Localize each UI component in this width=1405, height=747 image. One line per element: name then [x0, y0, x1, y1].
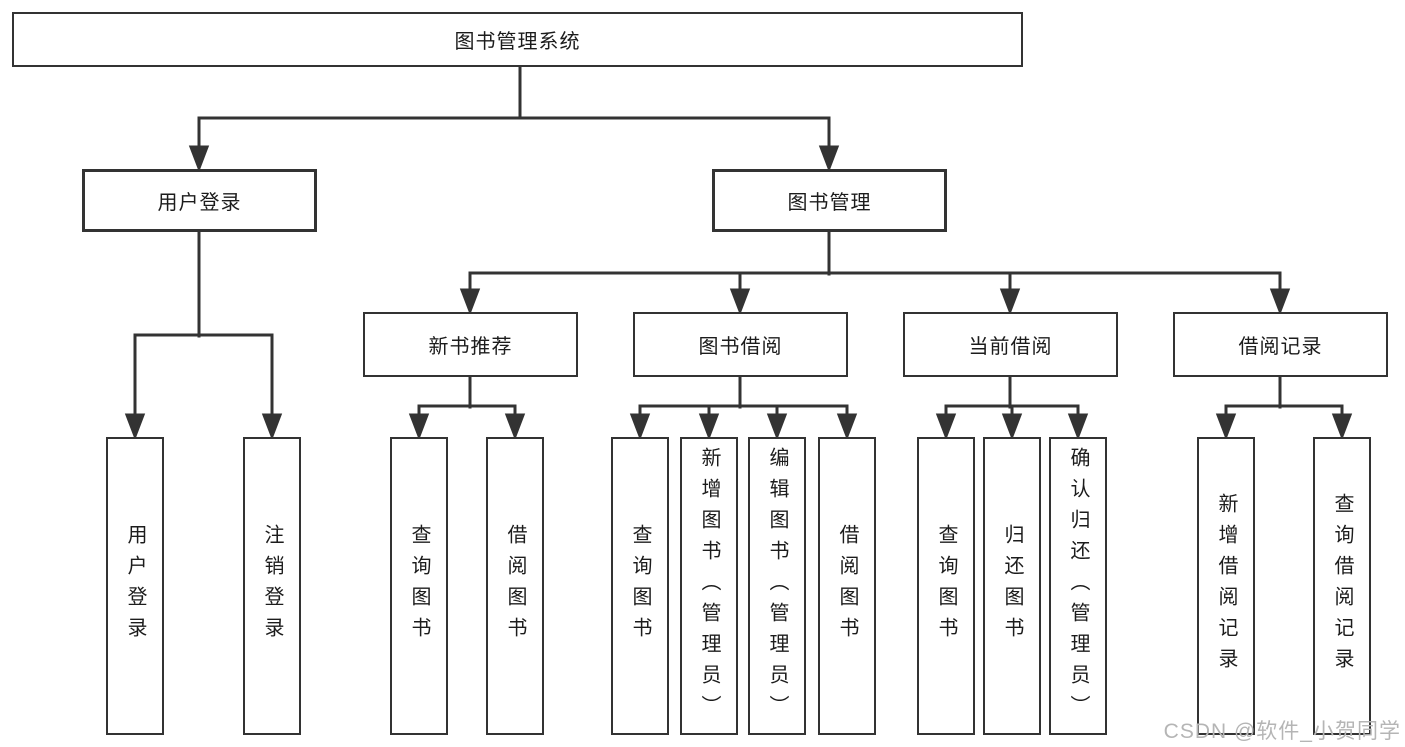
node-label: 查询借阅记录 — [1331, 493, 1353, 679]
node-label: 归还图书 — [1001, 524, 1023, 648]
node-query-borrow-record: 查询借阅记录 — [1313, 437, 1371, 735]
watermark-text: CSDN @软件_小贺同学 — [1163, 720, 1401, 743]
node-label: 新增借阅记录 — [1215, 493, 1237, 679]
connector-new-book-branch — [408, 374, 526, 441]
connector-current-borrow-branch — [935, 374, 1089, 441]
node-query-books-recommend: 查询图书 — [390, 437, 448, 735]
node-library-management-system: 图书管理系统 — [12, 12, 1023, 67]
connector-book-management-branch — [459, 229, 1291, 316]
node-label: 借阅记录 — [1238, 336, 1323, 358]
node-current-borrowing: 当前借阅 — [903, 312, 1118, 377]
node-edit-book-admin: 编辑图书（管理员） — [748, 437, 806, 735]
connector-user-login-branch — [124, 229, 283, 441]
node-label: 注销登录 — [261, 524, 283, 648]
node-label: 查询图书 — [629, 524, 651, 648]
node-label: 编辑图书（管理员） — [766, 446, 788, 726]
connector-book-borrow-branch — [629, 374, 858, 441]
connector-borrow-record-branch — [1215, 374, 1353, 441]
node-query-books-current: 查询图书 — [917, 437, 975, 735]
node-return-books: 归还图书 — [983, 437, 1041, 735]
node-borrow-books-action: 借阅图书 — [818, 437, 876, 735]
node-label: 用户登录 — [157, 192, 242, 214]
node-label: 新书推荐 — [428, 336, 513, 358]
node-label: 图书管理 — [787, 192, 872, 214]
node-confirm-return-admin: 确认归还（管理员） — [1049, 437, 1107, 735]
node-user-login: 用户登录 — [82, 169, 317, 232]
node-query-books-borrowing: 查询图书 — [611, 437, 669, 735]
node-add-book-admin: 新增图书（管理员） — [680, 437, 738, 735]
node-add-borrow-record: 新增借阅记录 — [1197, 437, 1255, 735]
node-book-borrowing: 图书借阅 — [633, 312, 848, 377]
node-borrow-records: 借阅记录 — [1173, 312, 1388, 377]
node-book-management: 图书管理 — [712, 169, 947, 232]
node-borrow-books-recommend: 借阅图书 — [486, 437, 544, 735]
node-label: 借阅图书 — [836, 524, 858, 648]
node-label: 图书借阅 — [698, 336, 783, 358]
node-label: 借阅图书 — [504, 524, 526, 648]
node-label: 图书管理系统 — [454, 31, 581, 53]
node-label: 查询图书 — [935, 524, 957, 648]
node-label: 确认归还（管理员） — [1067, 446, 1089, 726]
node-label: 当前借阅 — [968, 336, 1053, 358]
node-new-book-recommend: 新书推荐 — [363, 312, 578, 377]
node-label: 新增图书（管理员） — [698, 446, 720, 726]
node-logout-action: 注销登录 — [243, 437, 301, 735]
connector-root-to-level2 — [188, 64, 840, 173]
node-user-login-action: 用户登录 — [106, 437, 164, 735]
node-label: 查询图书 — [408, 524, 430, 648]
node-label: 用户登录 — [124, 524, 146, 648]
